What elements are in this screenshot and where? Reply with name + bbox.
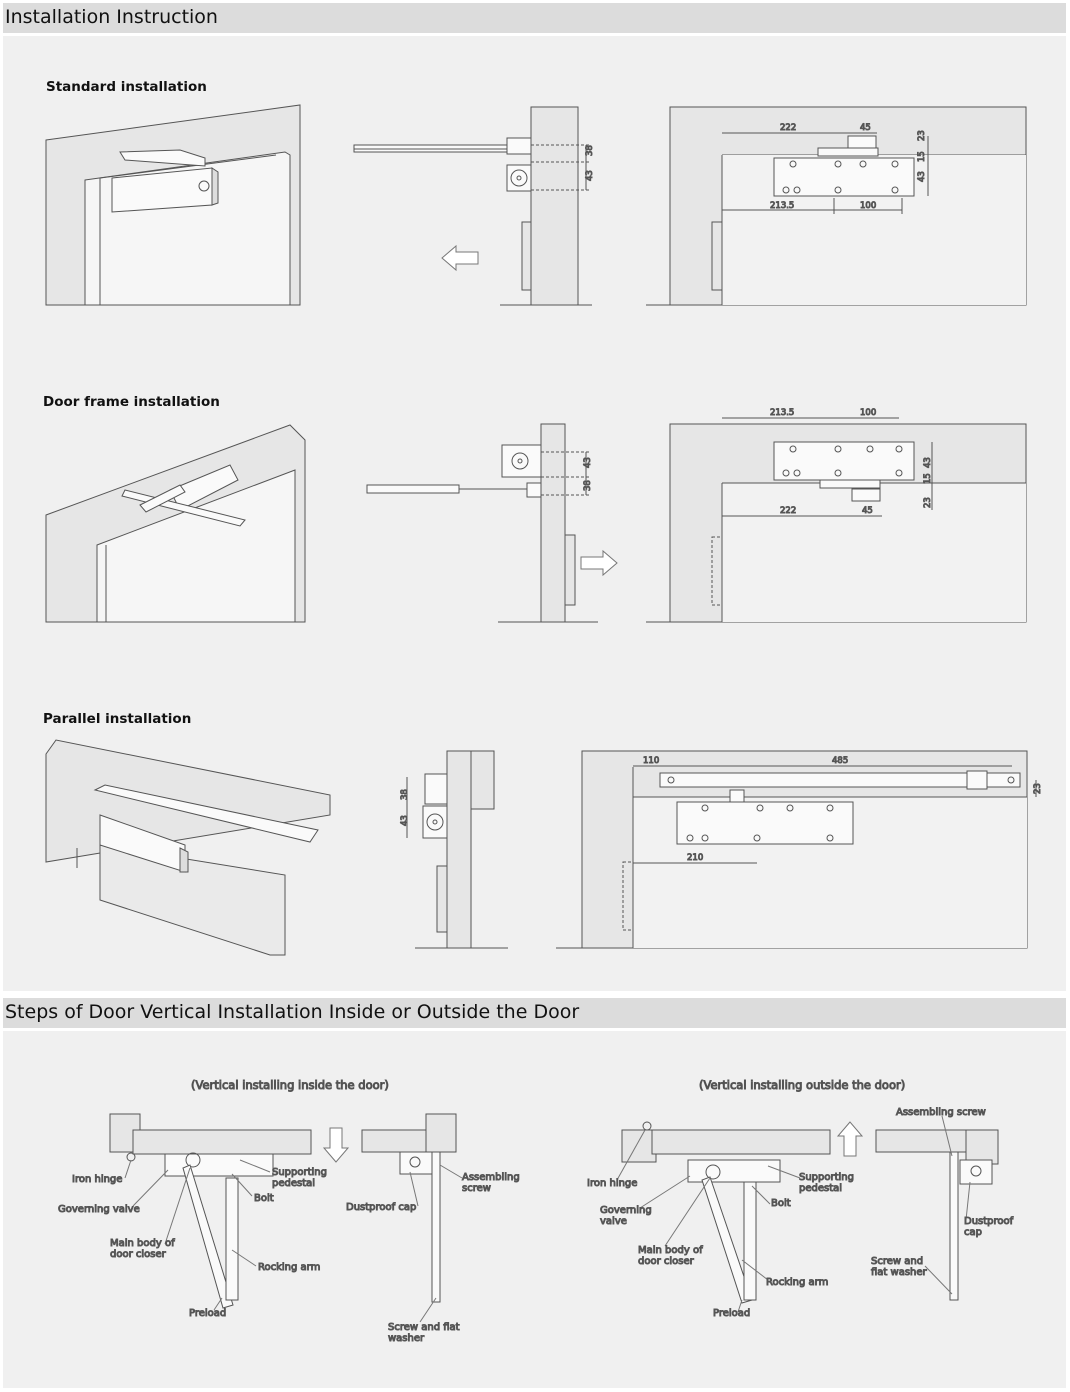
outside-top-view-drawing bbox=[621, 1121, 999, 1304]
outside-label-preload: Preload bbox=[713, 1308, 750, 1319]
outside-label-iron-hinge: Iron hinge bbox=[587, 1178, 637, 1189]
outside-label-bolt: Bolt bbox=[771, 1198, 791, 1209]
outside-label-main-body-2: door closer bbox=[638, 1256, 695, 1267]
outside-label-governing-2: valve bbox=[600, 1216, 627, 1227]
frame-dim-15: 15 bbox=[923, 473, 933, 484]
standard-dim-213-5: 213.5 bbox=[770, 201, 794, 211]
parallel-dim-110: 110 bbox=[643, 756, 659, 766]
standard-perspective-drawing bbox=[45, 104, 301, 306]
standard-dim-43b: 43 bbox=[917, 171, 927, 182]
standard-dim-100: 100 bbox=[860, 201, 876, 211]
parallel-dim-23: 23 bbox=[1033, 783, 1043, 794]
outside-label-screw-2: flat washer bbox=[871, 1267, 928, 1278]
frame-dim-23: 23 bbox=[923, 497, 933, 508]
standard-dim-23: 23 bbox=[917, 130, 927, 141]
outside-label-main-body-1: Main body of bbox=[638, 1245, 703, 1256]
outside-label-dustproof-2: cap bbox=[964, 1227, 982, 1238]
parallel-dim-43: 43 bbox=[400, 815, 410, 826]
parallel-front-drawing bbox=[556, 750, 1037, 949]
inside-label-supporting-2: pedestal bbox=[272, 1178, 315, 1189]
outside-label-dustproof-1: Dustproof bbox=[964, 1216, 1014, 1227]
inside-label-rocking-arm: Rocking arm bbox=[258, 1262, 320, 1273]
frame-dim-100: 100 bbox=[860, 408, 876, 418]
inside-top-view-drawing bbox=[109, 1113, 457, 1309]
frame-dim-213-5: 213.5 bbox=[770, 408, 794, 418]
parallel-installation-title: Parallel installation bbox=[43, 711, 192, 727]
parallel-dim-485: 485 bbox=[832, 756, 848, 766]
standard-dim-43: 43 bbox=[585, 170, 595, 181]
outside-label-assembling: Assembling screw bbox=[896, 1107, 986, 1118]
inside-label-main-body-1: Main body of bbox=[110, 1238, 175, 1249]
outside-label-rocking-arm: Rocking arm bbox=[766, 1277, 828, 1288]
frame-dim-45: 45 bbox=[862, 506, 873, 516]
parallel-perspective-drawing bbox=[45, 739, 331, 956]
inside-label-preload: Preload bbox=[189, 1308, 226, 1319]
standard-installation-title: Standard installation bbox=[46, 79, 207, 95]
inside-caption: (Vertical installing inside the door) bbox=[191, 1078, 389, 1092]
standard-dim-38: 38 bbox=[585, 145, 595, 156]
frame-perspective-drawing bbox=[45, 424, 306, 623]
inside-label-bolt: Bolt bbox=[254, 1193, 274, 1204]
frame-dim-43b: 43 bbox=[923, 457, 933, 468]
section-header-steps: Steps of Door Vertical Installation Insi… bbox=[3, 998, 1066, 1028]
standard-front-drawing bbox=[646, 106, 1027, 306]
inside-label-supporting-1: Supporting bbox=[272, 1167, 327, 1178]
outside-caption: (Vertical installing outside the door) bbox=[699, 1078, 905, 1092]
inside-leader-lines bbox=[124, 1159, 463, 1323]
section-header-installation: Installation Instruction bbox=[3, 3, 1066, 33]
inside-label-assembling-2: screw bbox=[462, 1183, 491, 1194]
door-frame-installation-title: Door frame installation bbox=[43, 394, 220, 410]
section-title-steps: Steps of Door Vertical Installation Insi… bbox=[5, 1001, 580, 1023]
frame-dim-43: 43 bbox=[583, 457, 593, 468]
inside-label-governing-valve: Governing valve bbox=[58, 1204, 140, 1215]
frame-dim-38: 38 bbox=[583, 480, 593, 491]
inside-label-main-body-2: door closer bbox=[110, 1249, 167, 1260]
standard-side-drawing bbox=[353, 106, 592, 306]
outside-label-screw-1: Screw and bbox=[871, 1256, 923, 1267]
inside-label-screw-1: Screw and flat bbox=[388, 1322, 460, 1333]
outside-label-governing-1: Governing bbox=[600, 1205, 652, 1216]
inside-label-iron-hinge: Iron hinge bbox=[72, 1174, 122, 1185]
steps-panel bbox=[3, 1031, 1066, 1388]
standard-dim-222: 222 bbox=[780, 123, 796, 133]
frame-front-drawing bbox=[646, 417, 1027, 623]
inside-label-dustproof-cap: Dustproof cap bbox=[346, 1202, 416, 1213]
parallel-dim-38: 38 bbox=[400, 789, 410, 800]
inside-label-assembling-1: Assembling bbox=[462, 1172, 520, 1183]
frame-side-drawing bbox=[366, 423, 618, 623]
frame-dim-222: 222 bbox=[780, 506, 796, 516]
standard-dim-45: 45 bbox=[860, 123, 871, 133]
outside-leader-lines bbox=[616, 1115, 971, 1313]
parallel-dim-210: 210 bbox=[687, 853, 703, 863]
section-title-installation: Installation Instruction bbox=[5, 6, 218, 28]
inside-label-screw-2: washer bbox=[388, 1333, 425, 1344]
outside-label-supporting-2: pedestal bbox=[799, 1183, 842, 1194]
parallel-side-drawing bbox=[406, 750, 508, 949]
standard-dim-15: 15 bbox=[917, 151, 927, 162]
outside-label-supporting-1: Supporting bbox=[799, 1172, 854, 1183]
